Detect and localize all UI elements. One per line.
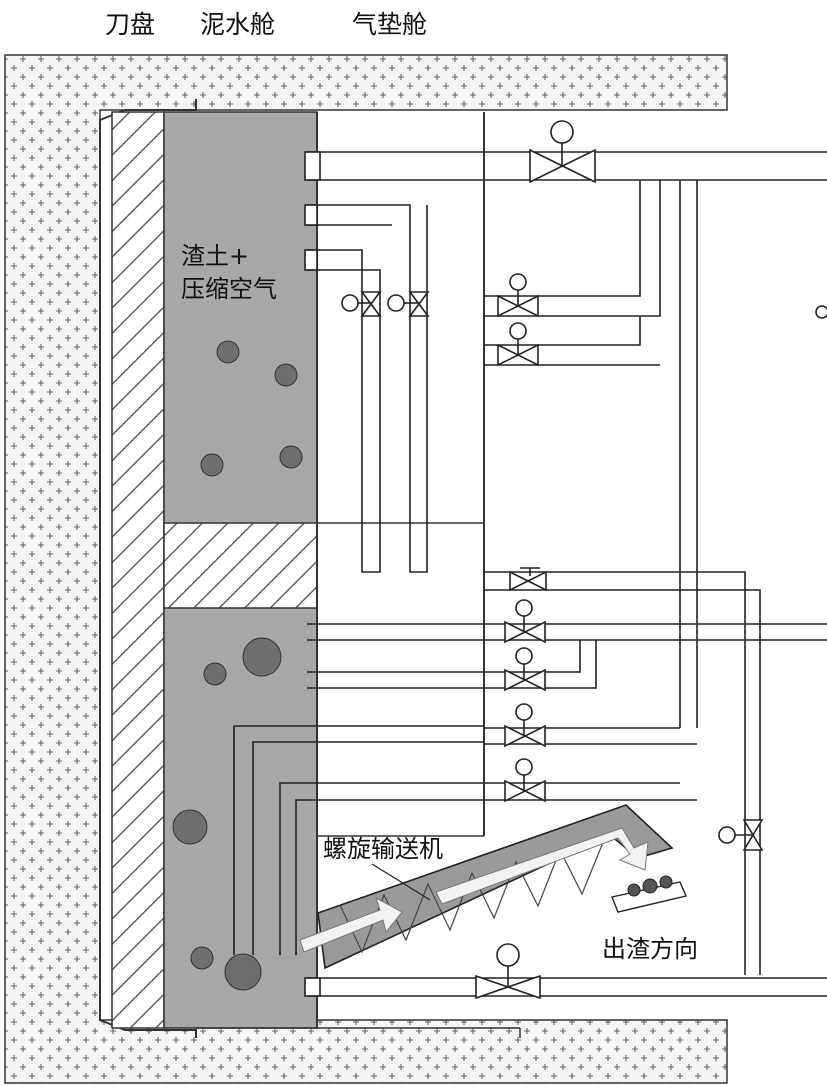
shield-shell [99,99,197,1038]
bubble-icon [172,340,303,991]
arrow-icon [299,896,403,953]
air-chamber-label: 气垫舱 [352,10,427,39]
pipe-network [233,151,827,997]
muck-air-label: 渣土+ [181,242,249,270]
discharge-direction-label: 出渣方向 [602,935,698,963]
arrow-icon [435,827,649,905]
screw-conveyor-label: 螺旋输送机 [323,835,443,863]
cutterhead-label: 刀盘 [105,10,155,39]
muck-air-label-2: 压缩空气 [181,275,277,303]
gauge-icon [341,120,827,987]
valve-icon [360,148,764,1000]
submerged-wall [163,522,318,609]
cutterhead [111,111,165,1029]
slurry-chamber-label: 泥水舱 [200,10,275,39]
screw-conveyor-icon [299,804,687,970]
